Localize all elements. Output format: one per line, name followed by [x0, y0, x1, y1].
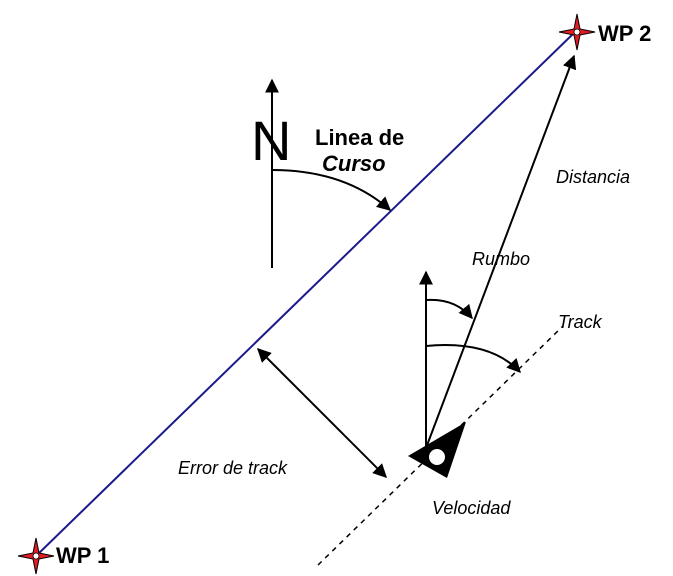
course-line-label-1: Linea de — [315, 125, 404, 150]
track-arc — [425, 344, 521, 374]
course-angle-arc — [271, 169, 392, 211]
track-label: Track — [558, 312, 603, 332]
heading-label: Rumbo — [472, 249, 530, 269]
course-line-label-2: Curso — [322, 151, 386, 176]
track-error-arrow — [257, 348, 387, 478]
course-line — [35, 31, 576, 557]
vessel-icon — [408, 422, 466, 478]
wp1-label: WP 1 — [56, 543, 109, 568]
north-label: N — [251, 109, 291, 172]
speed-label: Velocidad — [432, 498, 511, 518]
wp2-star-icon — [558, 13, 596, 51]
wp2-label: WP 2 — [598, 21, 651, 46]
distance-arrow — [425, 54, 577, 449]
wp1-star-icon — [17, 537, 55, 575]
heading-arc — [425, 298, 473, 320]
distance-label: Distancia — [556, 167, 630, 187]
track-error-label: Error de track — [178, 458, 288, 478]
